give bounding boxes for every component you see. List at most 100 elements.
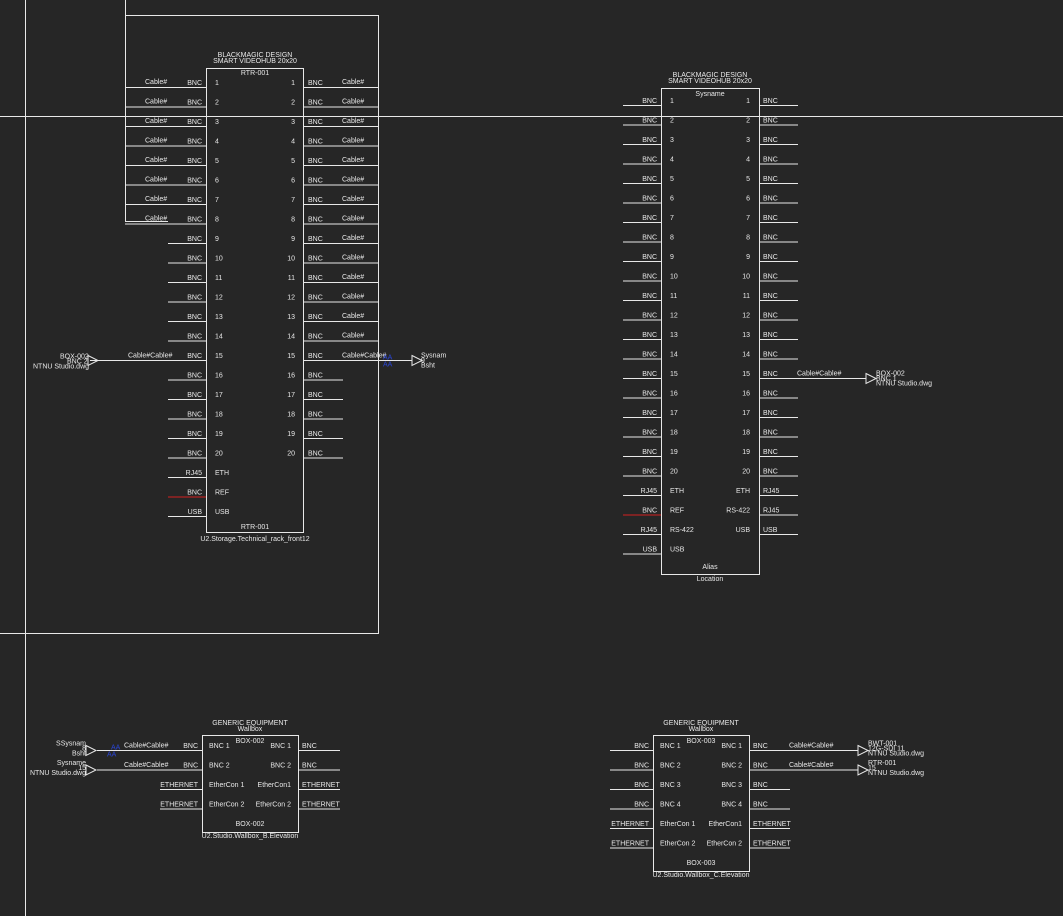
wallbox-type-title: Wallbox bbox=[689, 726, 714, 733]
right-link-arrow[interactable] bbox=[411, 354, 424, 367]
wallbox-link-cable-label: Cable#Cable# bbox=[124, 762, 168, 769]
input-port-number: 18 bbox=[215, 412, 223, 419]
aux-input-port-name: USB bbox=[670, 547, 685, 554]
input-connector-type: BNC bbox=[187, 178, 202, 185]
output-connector-type: BNC bbox=[763, 137, 778, 144]
wallbox-input-connector-type: BNC bbox=[634, 743, 649, 750]
wallbox-link-mark-2: AA bbox=[107, 752, 117, 759]
output-cable-label: Cable# bbox=[342, 118, 364, 125]
wallbox-link-arrow-0[interactable] bbox=[857, 744, 870, 757]
wallbox-output-connector-type: BNC bbox=[302, 743, 317, 750]
input-connector-type: BNC bbox=[187, 412, 202, 419]
input-port-number: 7 bbox=[670, 215, 674, 222]
wallbox-link-ref-1: RTR-001 bbox=[868, 760, 896, 767]
right-link-ref-3: NTNU Studio.dwg bbox=[876, 381, 932, 388]
output-port-number: 10 bbox=[742, 274, 750, 281]
router-alias-label: Alias bbox=[702, 564, 718, 571]
output-port-number: 6 bbox=[291, 178, 295, 185]
wallbox-output-port: EtherCon 2 bbox=[256, 802, 292, 809]
input-port-number: 10 bbox=[670, 274, 678, 281]
aux-port-name: USB bbox=[215, 509, 230, 516]
wallbox-input-port: BNC 3 bbox=[660, 782, 681, 789]
wallbox-output-connector-type: ETHERNET bbox=[753, 821, 791, 828]
right-link-arrow[interactable] bbox=[865, 372, 878, 385]
output-port-number: 20 bbox=[742, 469, 750, 476]
wallbox-input-port: EtherCon 1 bbox=[660, 821, 696, 828]
output-connector-type: BNC bbox=[763, 254, 778, 261]
input-connector-type: BNC bbox=[187, 158, 202, 165]
wallbox-input-connector-type: ETHERNET bbox=[160, 782, 198, 789]
output-connector-type: BNC bbox=[308, 197, 323, 204]
output-cable-label: Cable# bbox=[342, 138, 364, 145]
output-connector-type: BNC bbox=[308, 412, 323, 419]
wallbox-output-port: EtherCon 2 bbox=[707, 841, 743, 848]
output-port-number: 8 bbox=[746, 235, 750, 242]
input-connector-type: BNC bbox=[642, 469, 657, 476]
left-link-cable-label: Cable#Cable# bbox=[128, 353, 172, 360]
aux-input-connector-type: USB bbox=[643, 547, 658, 554]
router-top-label: RTR-001 bbox=[241, 70, 269, 77]
left-link-ref-2: BNC 2 bbox=[67, 359, 88, 366]
input-connector-type: BNC bbox=[642, 274, 657, 281]
output-connector-type: BNC bbox=[308, 80, 323, 87]
wallbox-output-connector-type: ETHERNET bbox=[753, 841, 791, 848]
input-connector-type: BNC bbox=[187, 314, 202, 321]
wallbox-category-title: GENERIC EQUIPMENT bbox=[212, 720, 288, 727]
wallbox-box-002[interactable]: GENERIC EQUIPMENTWallboxBOX-002BOX-002U2… bbox=[30, 720, 340, 840]
wallbox-input-connector-type: ETHERNET bbox=[611, 841, 649, 848]
wallbox-input-port: BNC 1 bbox=[209, 743, 230, 750]
input-port-number: 5 bbox=[215, 158, 219, 165]
aux-input-port-name: REF bbox=[670, 508, 684, 515]
input-connector-type: BNC bbox=[642, 98, 657, 105]
output-port-number: 19 bbox=[287, 431, 295, 438]
output-port-number: 1 bbox=[746, 98, 750, 105]
wallbox-link-arrow-0[interactable] bbox=[85, 744, 98, 757]
output-port-number: 2 bbox=[746, 118, 750, 125]
output-cable-label: Cable# bbox=[342, 196, 364, 203]
wallbox-input-connector-type: BNC bbox=[634, 782, 649, 789]
right-link-cable-label: Cable#Cable# bbox=[342, 353, 386, 360]
aux-output-port-name: ETH bbox=[736, 488, 750, 495]
input-cable-label: Cable# bbox=[145, 157, 167, 164]
right-link-ref-2: 9 bbox=[421, 358, 425, 365]
left-link-arrow[interactable] bbox=[87, 354, 100, 367]
input-port-number: 8 bbox=[215, 217, 219, 224]
input-port-number: 12 bbox=[670, 313, 678, 320]
wallbox-link-ref-3: NTNU Studio.dwg bbox=[30, 770, 86, 777]
input-connector-type: BNC bbox=[187, 256, 202, 263]
output-port-number: 14 bbox=[287, 334, 295, 341]
aux-input-port-name: ETH bbox=[670, 488, 684, 495]
output-connector-type: BNC bbox=[308, 139, 323, 146]
aux-output-port-name: RS-422 bbox=[726, 508, 750, 515]
wallbox-input-port: BNC 2 bbox=[660, 763, 681, 770]
output-cable-label: Cable# bbox=[342, 216, 364, 223]
wallbox-link-arrow-1[interactable] bbox=[857, 764, 870, 776]
wallbox-body bbox=[653, 735, 750, 872]
output-port-number: 13 bbox=[742, 332, 750, 339]
wallbox-body bbox=[202, 735, 299, 833]
output-port-number: 11 bbox=[743, 293, 750, 300]
wallbox-box-003[interactable]: GENERIC EQUIPMENTWallboxBOX-003BOX-003U2… bbox=[610, 720, 924, 879]
output-cable-label: Cable# bbox=[342, 333, 364, 340]
aux-connector-type: RJ45 bbox=[186, 470, 202, 477]
output-port-number: 18 bbox=[287, 412, 295, 419]
aux-input-port-name: RS-422 bbox=[670, 527, 694, 534]
right-link-ref-2: BNC 1 bbox=[876, 376, 897, 383]
input-connector-type: BNC bbox=[187, 334, 202, 341]
input-connector-type: BNC bbox=[642, 254, 657, 261]
output-port-number: 9 bbox=[746, 254, 750, 261]
input-connector-type: BNC bbox=[642, 176, 657, 183]
input-connector-type: BNC bbox=[187, 373, 202, 380]
aux-input-connector-type: RJ45 bbox=[641, 527, 657, 534]
input-connector-type: BNC bbox=[187, 217, 202, 224]
wallbox-link-arrow-1[interactable] bbox=[85, 764, 98, 776]
output-port-number: 7 bbox=[291, 197, 295, 204]
input-connector-type: BNC bbox=[642, 196, 657, 203]
input-port-number: 9 bbox=[215, 236, 219, 243]
output-port-number: 4 bbox=[746, 157, 750, 164]
output-connector-type: BNC bbox=[308, 217, 323, 224]
aux-port-name: REF bbox=[215, 490, 229, 497]
